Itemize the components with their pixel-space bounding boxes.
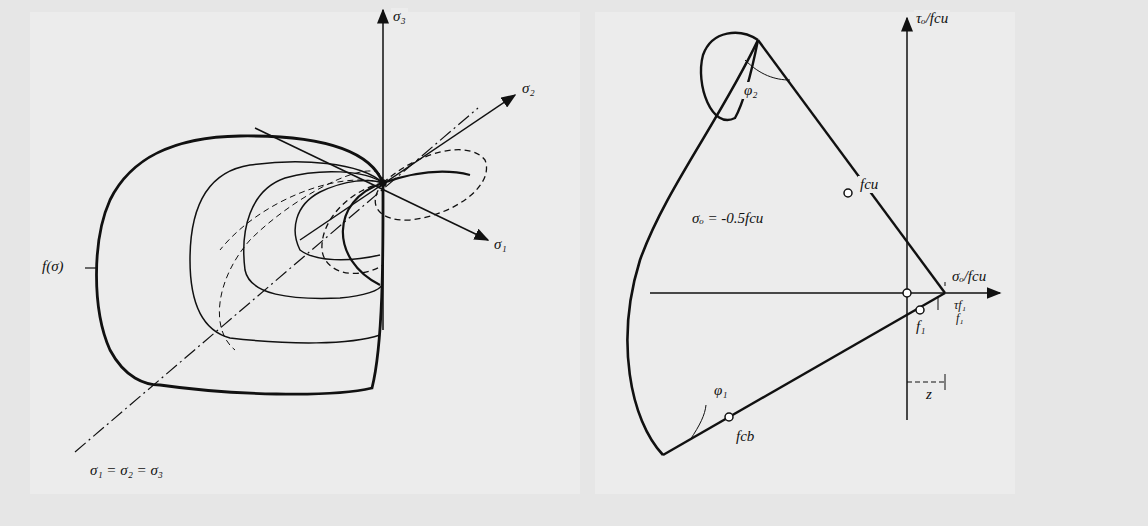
axis-label: fcu [858, 176, 880, 193]
axis-label: f₁ [914, 318, 927, 335]
axis-label: σ₂ [520, 80, 537, 97]
axis-label: σ₁ [492, 236, 509, 253]
axis-label: σₒ/fcu [950, 268, 988, 285]
axis-label: τf₁ [952, 299, 968, 312]
axis-label: fcb [734, 428, 756, 445]
axis-label: σₒ = -0.5fcu [690, 210, 765, 227]
axis-label: σ₃ [391, 8, 408, 25]
right-panel [595, 12, 1015, 494]
axis-label: σ₁ = σ₂ = σ₃ [88, 462, 165, 479]
axis-label: τₒ/fcu [914, 10, 950, 27]
axis-label: φ₁ [712, 382, 730, 399]
axis-label: f₁ [954, 312, 966, 325]
axis-label: z [924, 386, 934, 403]
axis-label: φ₂ [742, 82, 760, 99]
axis-label: f(σ) [40, 258, 66, 275]
